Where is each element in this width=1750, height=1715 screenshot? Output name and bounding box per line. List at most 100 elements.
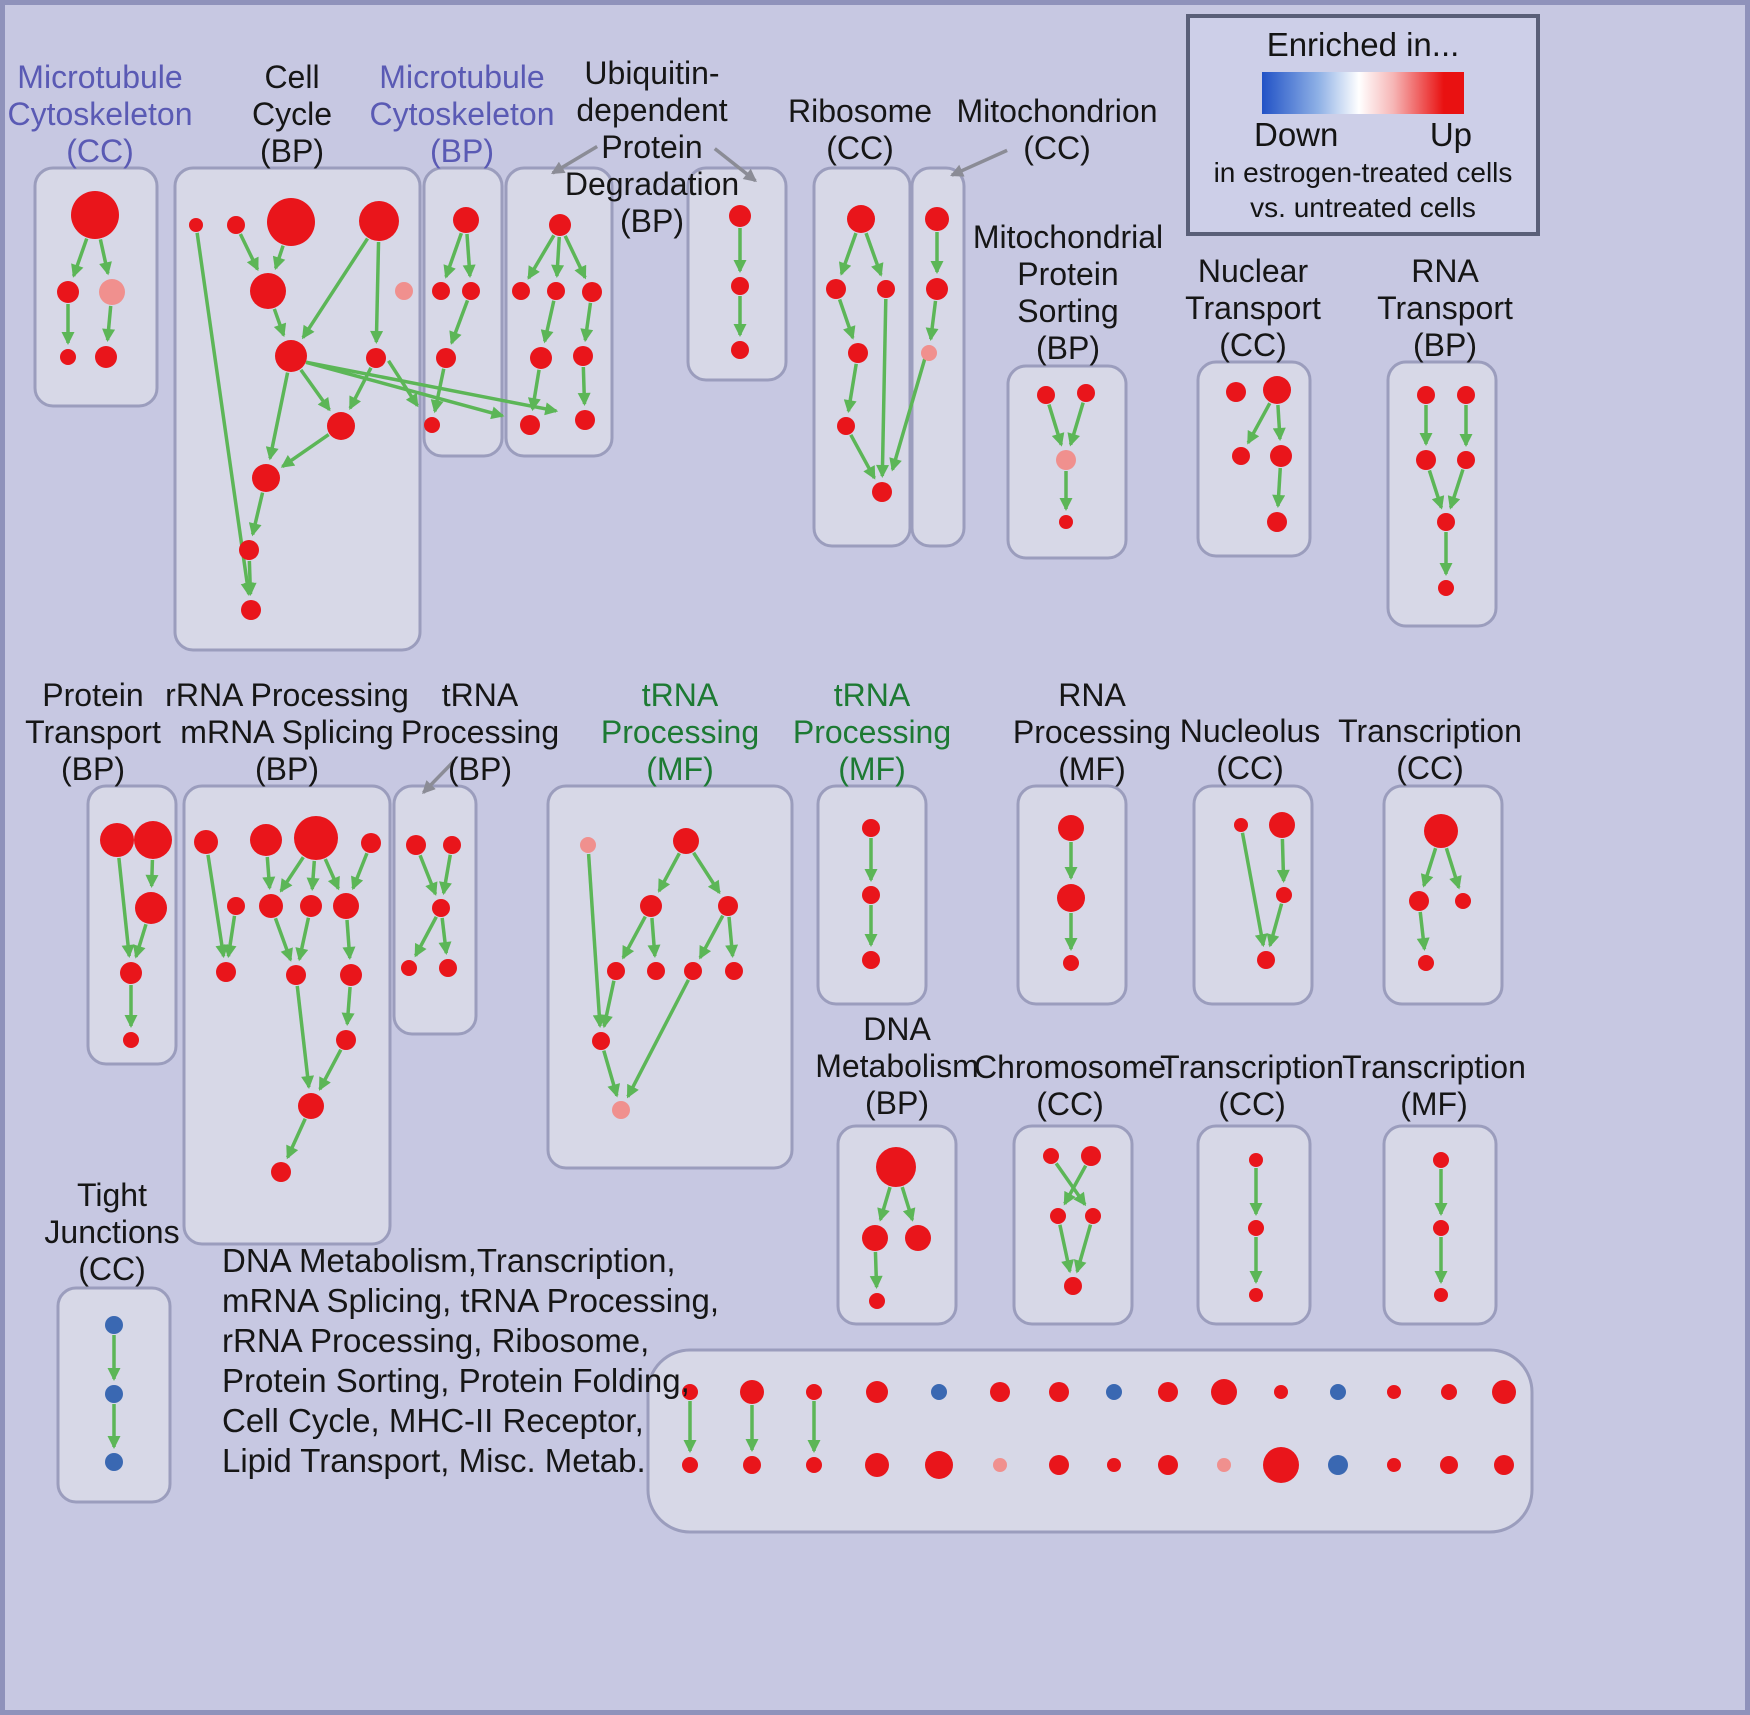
go-term-node <box>194 830 218 854</box>
transcription-cc-1-label: Transcription(CC) <box>1338 713 1522 786</box>
edge-arrow <box>299 368 331 412</box>
go-term-node <box>848 343 868 363</box>
legend-scale-labels: Down Up <box>1254 116 1472 154</box>
go-term-node <box>1226 382 1246 402</box>
edge-arrow <box>98 239 112 276</box>
go-term-node <box>439 959 457 977</box>
go-term-node <box>432 899 450 917</box>
dna-metabolism-bp-box <box>836 1124 958 1326</box>
go-term-node <box>837 417 855 435</box>
go-term-node <box>366 348 386 368</box>
go-term-node <box>612 1101 630 1119</box>
go-term-node <box>239 540 259 560</box>
go-term-node <box>1417 386 1435 404</box>
edge-arrow <box>647 917 661 958</box>
go-term-node <box>267 198 315 246</box>
go-term-node <box>1058 815 1084 841</box>
go-term-node <box>826 279 846 299</box>
edge-arrow <box>876 298 890 478</box>
mitochondrion-cc-label: Mitochondrion(CC) <box>957 93 1158 166</box>
go-term-node <box>1276 887 1292 903</box>
go-term-node <box>865 1453 889 1477</box>
go-term-node <box>57 281 79 303</box>
cross-edge-arrow <box>889 358 927 472</box>
go-term-node <box>1057 884 1085 912</box>
go-term-node <box>872 482 892 502</box>
go-term-node <box>993 1458 1007 1472</box>
edge-arrow <box>145 859 159 888</box>
edge-arrow <box>563 235 587 280</box>
legend-up-label: Up <box>1429 116 1472 153</box>
edge-arrow <box>551 236 565 278</box>
go-term-node <box>227 216 245 234</box>
edge-arrow <box>586 853 606 1028</box>
go-term-node <box>718 896 738 916</box>
go-term-node <box>462 282 480 300</box>
edge-arrow <box>279 856 305 893</box>
cross-edge-arrow <box>305 360 505 420</box>
go-term-node <box>1267 512 1287 532</box>
edge-arrow <box>449 299 470 345</box>
go-term-node <box>1077 384 1095 402</box>
legend: Enriched in... Down Up in estrogen-treat… <box>1186 14 1540 236</box>
legend-down-label: Down <box>1254 116 1339 153</box>
edge-arrow <box>1063 1164 1088 1206</box>
go-term-node <box>1387 1385 1401 1399</box>
edge-arrow <box>341 986 355 1026</box>
go-term-node <box>1158 1455 1178 1475</box>
edge-arrow <box>1073 1224 1093 1274</box>
ubiquitin-callout-right <box>713 147 757 183</box>
edge-arrow <box>869 1251 883 1289</box>
go-term-node <box>1064 1277 1082 1295</box>
edge-arrow <box>1427 469 1445 510</box>
go-term-node <box>1050 1208 1066 1224</box>
rna-transport-bp-box <box>1386 360 1498 628</box>
mitochondrion-callout <box>950 148 1008 177</box>
go-term-node <box>100 823 134 857</box>
go-term-node <box>271 1162 291 1182</box>
go-term-node <box>286 965 306 985</box>
enrichment-gradient-bar <box>1262 72 1464 114</box>
edge-arrow <box>657 852 681 893</box>
go-term-node <box>359 201 399 241</box>
go-term-node <box>99 279 125 305</box>
edge-arrow <box>1272 404 1286 441</box>
edge-arrow <box>206 854 229 959</box>
go-term-node <box>123 1032 139 1048</box>
edge-arrow <box>280 433 330 469</box>
chromosome-cc-box <box>1012 1124 1134 1326</box>
edge-arrow <box>295 917 311 962</box>
go-term-node <box>1409 891 1429 911</box>
edge-arrow <box>306 860 320 891</box>
go-term-node <box>189 218 203 232</box>
nucleolus-cc-label: Nucleolus(CC) <box>1180 713 1321 786</box>
go-term-node <box>395 282 413 300</box>
go-term-node <box>1249 1288 1263 1302</box>
edge-arrow <box>527 369 541 412</box>
edge-arrow <box>1416 911 1430 952</box>
go-term-node <box>573 346 593 366</box>
go-term-node <box>1494 1455 1514 1475</box>
go-term-node <box>1037 386 1055 404</box>
go-term-node <box>1457 386 1475 404</box>
go-term-node <box>905 1225 931 1251</box>
go-term-node <box>806 1457 822 1473</box>
chromosome-cc-label: Chromosome(CC) <box>974 1049 1166 1122</box>
go-term-node <box>1211 1379 1237 1405</box>
go-term-node <box>436 348 456 368</box>
go-term-node <box>1440 1456 1458 1474</box>
legend-title: Enriched in... <box>1266 26 1460 63</box>
go-term-node <box>424 417 440 433</box>
go-term-node <box>1217 1458 1231 1472</box>
go-term-node <box>925 207 949 231</box>
go-term-node <box>105 1316 123 1334</box>
edge-arrow <box>838 232 858 276</box>
go-term-node <box>731 277 749 295</box>
go-term-node <box>1081 1146 1101 1166</box>
transcription-cc-2-label: Transcription(CC) <box>1160 1049 1344 1122</box>
go-term-node <box>862 886 880 904</box>
